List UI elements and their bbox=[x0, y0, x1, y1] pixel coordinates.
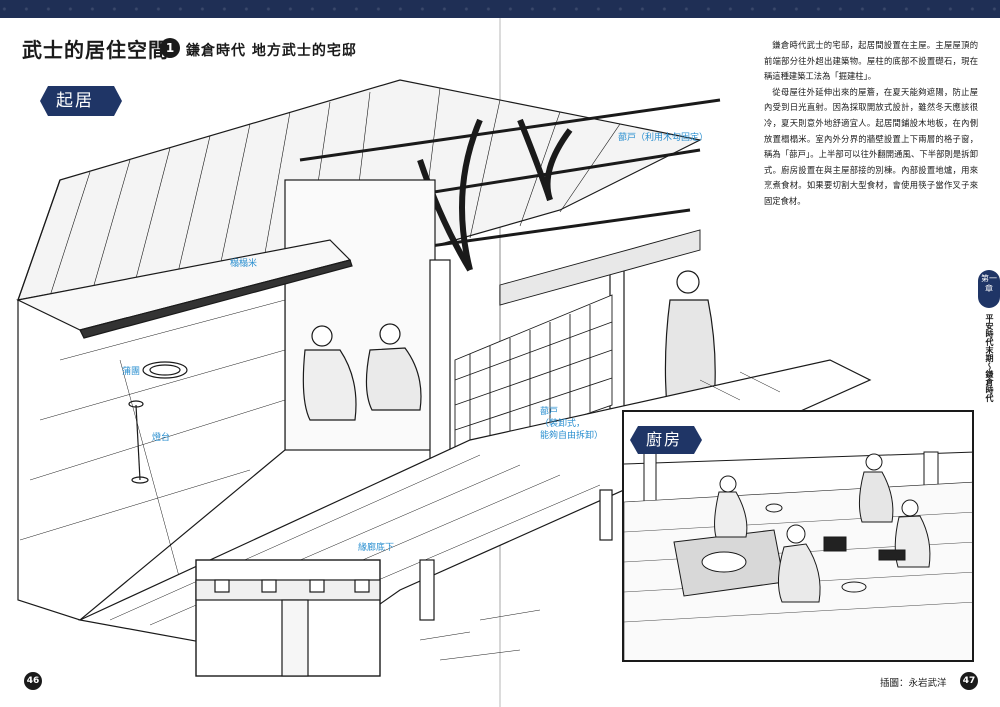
illustration-credit: 插圖：永岩武洋 bbox=[880, 678, 947, 689]
chapter-tab: 第一章 平安時代末期～鎌倉時代 bbox=[976, 270, 1000, 420]
chapter-title: 平安時代末期～鎌倉時代 bbox=[985, 314, 994, 402]
page-subtitle: 鎌倉時代 地方武士的宅邸 bbox=[186, 43, 357, 59]
kitchen-illustration bbox=[624, 451, 972, 660]
label-shitomido-removable-line3: 能夠自由拆卸） bbox=[540, 431, 604, 441]
page-number-left: 46 bbox=[24, 672, 42, 690]
page-number-right: 47 bbox=[960, 672, 978, 690]
label-lamp: 燈台 bbox=[152, 433, 171, 443]
label-shitomido-removable: 蔀戸 （裝卸式， 能夠自由拆卸） bbox=[540, 406, 620, 442]
label-shitomido: 蔀戸（利用木勾固定） bbox=[618, 133, 709, 143]
body-paragraph-2: 從母屋往外延伸出來的屋簷，在夏天能夠遮陽，防止屋內受到日光直射。因為採取開放式設… bbox=[764, 86, 978, 206]
label-tatami: 榻榻米 bbox=[230, 259, 258, 269]
label-cushion: 蒲團 bbox=[122, 367, 141, 377]
page-title: 武士的居住空間 bbox=[22, 38, 169, 62]
body-paragraph-1: 鎌倉時代武士的宅邸，起居間設置在主屋。主屋屋頂的前端部分往外超出建築物。屋柱的底… bbox=[764, 40, 978, 82]
label-under-veranda: 緣廊底下 bbox=[358, 543, 395, 553]
section-tag-living-room: 起居間 bbox=[40, 86, 122, 116]
section-number-badge: 1 bbox=[160, 38, 180, 58]
chapter-label: 第一章 bbox=[978, 270, 1000, 308]
body-text: 鎌倉時代武士的宅邸，起居間設置在主屋。主屋屋頂的前端部分往外超出建築物。屋柱的底… bbox=[764, 38, 978, 210]
top-decorative-band bbox=[0, 0, 1000, 18]
label-shitomido-removable-line2: （裝卸式， bbox=[540, 419, 586, 429]
section-tag-kitchen: 廚房 bbox=[630, 426, 702, 454]
label-shitomido-removable-line1: 蔀戸 bbox=[540, 407, 559, 417]
